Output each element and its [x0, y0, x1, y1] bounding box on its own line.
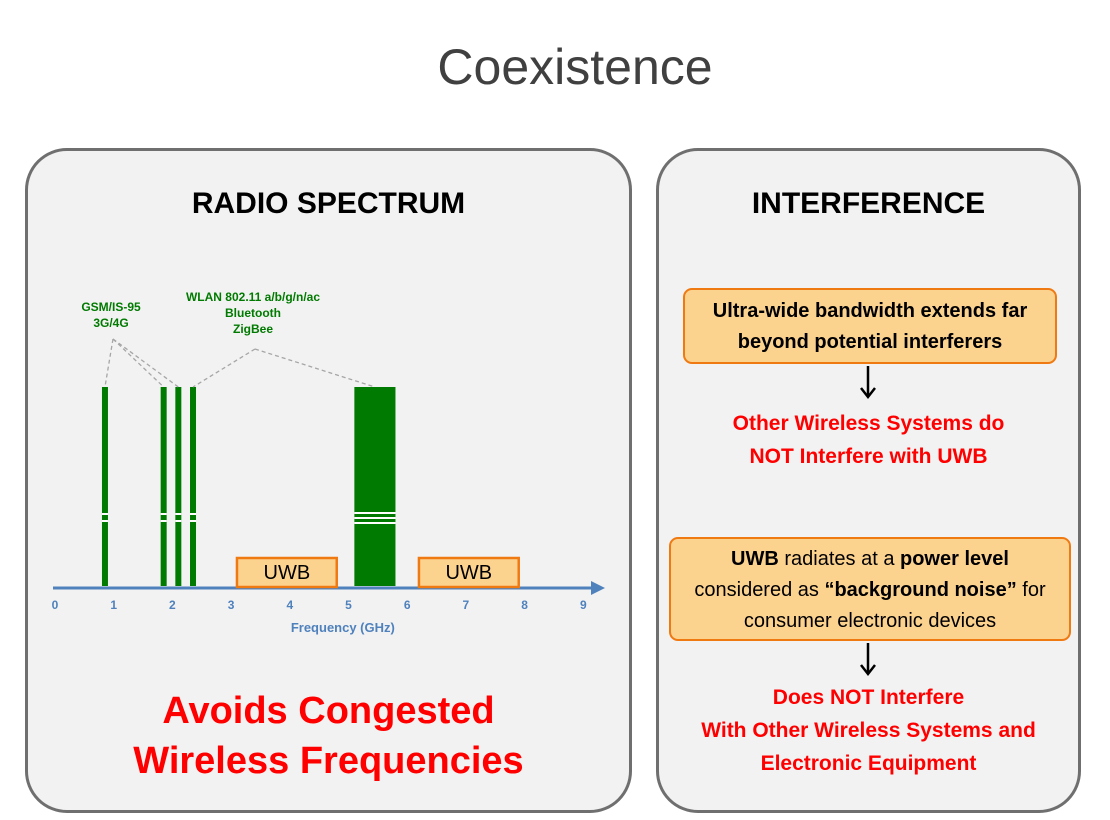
slide-title: Coexistence — [437, 39, 713, 95]
annotation-leader-line — [104, 338, 114, 388]
uwb-range-box — [417, 556, 520, 589]
result-2: Does NOT Interfere With Other Wireless S… — [659, 681, 1078, 780]
band-gap-stripe — [160, 520, 167, 522]
radio-spectrum-heading: RADIO SPECTRUM — [191, 187, 466, 220]
bandwidth-box-line-1: Ultra-wide bandwidth extends far — [712, 300, 1028, 322]
band-annotation-text: WLAN 802.11 a/b/g/n/ac — [186, 290, 320, 304]
uwb-range-box — [235, 556, 339, 589]
band-annotation-text: GSM/IS-95 — [81, 300, 141, 314]
result-2-line-1: Does NOT Interfere — [772, 686, 965, 709]
band-gap-stripe — [190, 513, 197, 515]
spectrum-band — [190, 387, 197, 586]
band-gap-stripe — [354, 512, 396, 514]
annotation-leader-line — [112, 338, 165, 388]
band-gap-stripe — [175, 520, 182, 522]
power-level-box: UWB radiates at a power level considered… — [669, 537, 1071, 641]
x-tick-label: 2 — [169, 598, 176, 612]
band-gap-stripe — [354, 517, 396, 519]
x-tick-label: 6 — [404, 598, 411, 612]
result-2-line-3: Electronic Equipment — [760, 752, 977, 775]
tagline-line-2: Wireless Frequencies — [133, 740, 524, 782]
x-tick-label: 1 — [110, 598, 117, 612]
down-arrow-2 — [860, 643, 876, 677]
x-tick-label: 7 — [463, 598, 470, 612]
uwb-range-label: UWB — [445, 562, 492, 584]
result-1-line-2: NOT Interfere with UWB — [749, 445, 988, 468]
x-tick-label: 3 — [228, 598, 235, 612]
tagline: Avoids Congested Wireless Frequencies — [28, 686, 629, 786]
spectrum-band — [160, 387, 167, 586]
x-tick-label: 9 — [580, 598, 587, 612]
band-gap-stripe — [175, 513, 182, 515]
power-level-box-line-2: considered as “background noise” for — [694, 579, 1046, 601]
band-gap-stripe — [101, 513, 108, 515]
band-gap-stripe — [160, 513, 167, 515]
bandwidth-box: Ultra-wide bandwidth extends far beyond … — [683, 288, 1057, 364]
band-gap-stripe — [190, 520, 197, 522]
band-gap-stripe — [354, 522, 396, 524]
spectrum-band — [354, 387, 396, 586]
x-axis-label: Frequency (GHz) — [291, 620, 395, 635]
bandwidth-box-line-2: beyond potential interferers — [737, 331, 1003, 353]
tagline-line-1: Avoids Congested — [162, 690, 495, 732]
annotation-leader-line — [192, 348, 256, 388]
x-tick-label: 4 — [286, 598, 293, 612]
result-1: Other Wireless Systems do NOT Interfere … — [659, 407, 1078, 473]
x-tick-label: 5 — [345, 598, 352, 612]
x-tick-label: 8 — [521, 598, 528, 612]
down-arrow-1 — [860, 366, 876, 400]
band-annotation-text: Bluetooth — [225, 306, 281, 320]
result-1-line-1: Other Wireless Systems do — [732, 412, 1005, 435]
power-level-box-line-1: UWB radiates at a power level — [731, 548, 1009, 570]
spectrum-band — [101, 387, 108, 586]
interference-heading: INTERFERENCE — [751, 187, 986, 220]
band-annotation-text: ZigBee — [233, 322, 273, 336]
spectrum-band — [175, 387, 182, 586]
x-tick-label: 0 — [52, 598, 59, 612]
annotation-leader-line — [112, 338, 179, 388]
uwb-range-label: UWB — [264, 562, 311, 584]
result-2-line-2: With Other Wireless Systems and — [701, 719, 1036, 742]
power-level-box-line-3: consumer electronic devices — [743, 610, 997, 632]
axis-arrowhead — [591, 581, 605, 595]
interference-panel: INTERFERENCE Ultra-wide bandwidth extend… — [656, 148, 1081, 813]
band-annotation-text: 3G/4G — [93, 316, 128, 330]
band-gap-stripe — [101, 520, 108, 522]
annotation-leader-line — [254, 348, 376, 388]
